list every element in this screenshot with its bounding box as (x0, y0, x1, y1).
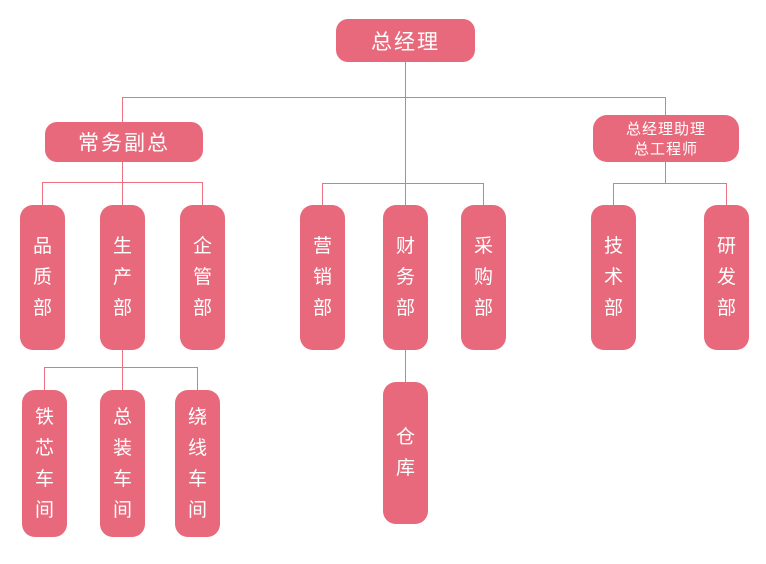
node-marketing-dept: 营销部 (300, 205, 345, 350)
node-gm-assistant: 总经理助理 总工程师 (593, 115, 739, 162)
node-finance-dept-label: 财务部 (395, 235, 415, 319)
node-assembly-workshop-label: 总装车间 (112, 405, 132, 521)
connector-drop-rd-dept (726, 183, 727, 205)
node-rd-dept: 研发部 (704, 205, 749, 350)
node-enterprise-mgmt-dept: 企管部 (180, 205, 225, 350)
connector-drop-marketing-dept (322, 183, 323, 205)
node-finance-dept: 财务部 (383, 205, 428, 350)
connector-drop-enterprise-mgmt-dept (202, 182, 203, 205)
node-technology-dept-label: 技术部 (603, 235, 623, 319)
node-winding-workshop: 绕线车间 (175, 390, 220, 537)
connector-workshop-horizontal (44, 367, 198, 368)
connector-production-down (122, 350, 123, 390)
connector-assistant-down (665, 162, 666, 183)
connector-finance-to-warehouse (405, 350, 406, 382)
node-iron-core-workshop: 铁芯车间 (22, 390, 67, 537)
node-production-dept-label: 生产部 (112, 235, 132, 319)
node-purchasing-dept-label: 采购部 (473, 235, 493, 319)
node-marketing-dept-label: 营销部 (312, 235, 332, 319)
node-winding-workshop-label: 绕线车间 (187, 405, 207, 521)
connector-drop-quality-dept (42, 182, 43, 205)
node-purchasing-dept: 采购部 (461, 205, 506, 350)
connector-drop-production-dept (122, 182, 123, 205)
node-general-manager: 总经理 (336, 19, 475, 62)
connector-drop-deputy-gm (122, 97, 123, 122)
connector-drop-finance-dept (405, 183, 406, 205)
node-warehouse-label: 仓库 (395, 426, 415, 479)
node-quality-dept: 品质部 (20, 205, 65, 350)
node-iron-core-workshop-label: 铁芯车间 (34, 405, 54, 521)
connector-middle-group-horizontal (322, 183, 484, 184)
node-assembly-workshop: 总装车间 (100, 390, 145, 537)
connector-drop-winding-workshop (197, 367, 198, 390)
connector-deputy-down (122, 162, 123, 183)
node-quality-dept-label: 品质部 (32, 235, 52, 319)
node-warehouse: 仓库 (383, 382, 428, 524)
node-production-dept: 生产部 (100, 205, 145, 350)
connector-drop-iron-core-workshop (44, 367, 45, 390)
node-gm-assistant-label-line1: 总经理助理 (625, 119, 706, 138)
node-deputy-gm: 常务副总 (45, 122, 203, 162)
node-rd-dept-label: 研发部 (716, 235, 736, 319)
connector-right-group-horizontal (613, 183, 727, 184)
node-general-manager-label: 总经理 (371, 29, 440, 54)
connector-drop-purchasing-dept (483, 183, 484, 205)
node-technology-dept: 技术部 (591, 205, 636, 350)
node-deputy-gm-label: 常务副总 (78, 131, 170, 155)
connector-gm-down (405, 62, 406, 184)
node-gm-assistant-label-line2: 总工程师 (633, 139, 698, 158)
connector-drop-gm-assistant (665, 97, 666, 115)
connector-top-horizontal (122, 97, 666, 98)
node-enterprise-mgmt-dept-label: 企管部 (192, 235, 212, 319)
connector-drop-technology-dept (613, 183, 614, 205)
